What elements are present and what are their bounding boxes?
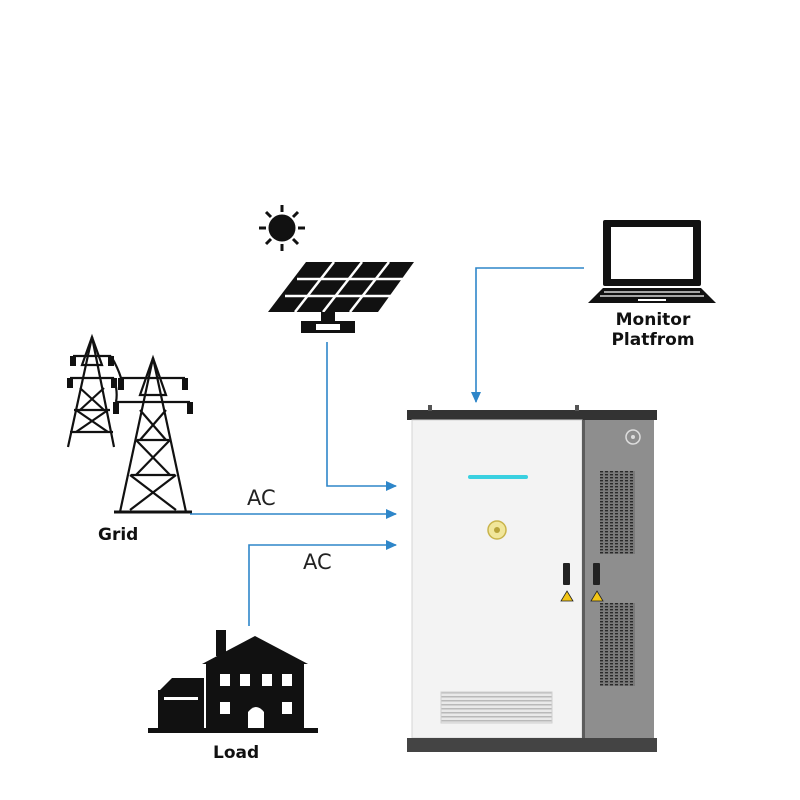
warning-icon	[590, 590, 604, 602]
fan-icon	[625, 429, 641, 445]
laptop-icon	[588, 220, 716, 303]
power-tower-icon	[66, 333, 192, 514]
insulator-icon	[67, 356, 193, 414]
monitor-platform-label: Monitor Platfrom	[603, 310, 703, 350]
solar-arrow	[326, 342, 397, 491]
load-label: Load	[213, 743, 260, 763]
monitor-label-line2: Platfrom	[611, 330, 695, 350]
ac-grid-label: AC	[247, 486, 276, 510]
solar-panel-icon	[268, 261, 414, 333]
door-handle	[563, 563, 570, 585]
monitor-label-line1: Monitor	[615, 310, 691, 330]
door-handle	[593, 563, 600, 585]
monitor-arrow	[471, 267, 584, 403]
status-indicator	[468, 475, 528, 479]
warning-icon	[560, 590, 574, 602]
side-vent	[600, 471, 635, 554]
bottom-grille	[440, 691, 553, 724]
house-icon	[148, 630, 318, 733]
ac-load-label: AC	[303, 550, 332, 574]
side-vent	[600, 603, 635, 686]
load-arrow	[248, 540, 397, 626]
sun-icon	[259, 205, 305, 251]
badge-icon	[487, 520, 507, 540]
grid-label: Grid	[98, 525, 139, 545]
energy-storage-cabinet	[407, 405, 657, 752]
